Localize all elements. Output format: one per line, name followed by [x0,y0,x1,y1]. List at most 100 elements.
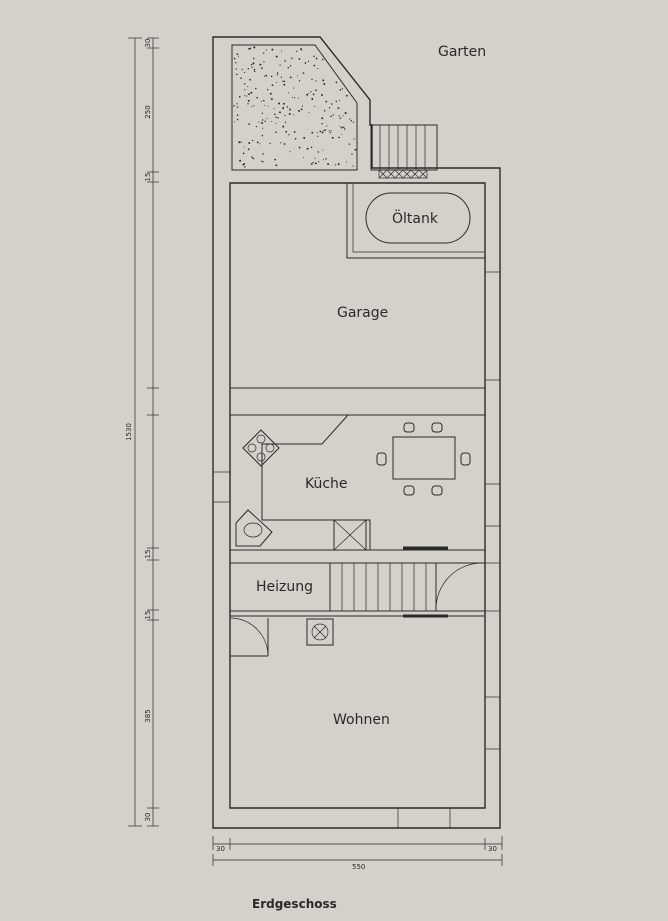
garden-dot [252,63,254,65]
garden-dot [253,46,256,49]
garden-dot [248,142,251,144]
garden-dot [317,151,320,153]
garden-dot [354,148,357,151]
garden-dot [281,50,283,52]
garden-dot [262,119,264,121]
garden-dot [329,131,332,134]
dim-wall-left: 30 [216,845,225,853]
living-door [229,617,269,657]
garden-dot [274,158,277,161]
garden-dot [289,108,292,111]
garden-dot [328,130,330,132]
garden-dot [339,117,342,119]
garden-dot [313,64,316,67]
garden-dot [252,139,254,142]
heater-icon [306,618,334,646]
kitchen-counter [230,414,371,550]
garden-dot [256,141,259,144]
garden-dot [341,133,343,135]
garden-dot [312,93,315,96]
dim-seg-wall-2: 15 [144,550,152,559]
garden-dot [283,83,286,86]
garden-dot [263,104,265,106]
garden-dot [261,122,263,124]
garden-dot [277,117,279,119]
garden-dot [353,138,355,140]
garden-dot [312,161,314,164]
garden-dot [255,125,258,128]
dim-wall-right: 30 [488,845,497,853]
garden-dot [244,83,246,85]
garden-dot [338,136,340,139]
garden-dot [283,80,285,83]
garden-dot [239,159,242,162]
garden-dot [240,141,242,143]
oeltank-label: Öltank [392,209,439,227]
garden-dot [236,118,239,121]
garden-dot [244,89,246,91]
living-window-bottom [397,807,451,829]
garden-dot [259,143,261,145]
garden-dot [267,89,269,91]
garden-dot [233,57,236,60]
garden-dot [275,116,277,118]
fridge-icon [333,519,367,551]
garden-dot [314,105,316,108]
outer-wall [212,36,501,829]
garden-dot [244,166,246,168]
garden-dot [294,138,297,140]
garden-dot [263,61,265,63]
garden-dot [304,62,307,64]
dim-seg-garden: 250 [144,105,152,118]
heizung-label: Heizung [256,579,313,595]
garden-dot [284,114,286,117]
garden-dot [321,94,323,96]
garden-dot [311,98,314,100]
garten-label: Garten [438,44,486,60]
wohnen-label: Wohnen [333,712,390,728]
garden-dot [351,153,353,155]
garden-dot [352,121,355,123]
garden-dot [236,114,239,117]
garden-dot [233,121,236,123]
garden-dot [235,62,237,64]
garden-dot [279,111,281,114]
garden-dot [300,48,302,50]
garden-dot [236,103,238,105]
garden-dot [262,161,264,163]
garden-dot [280,142,282,144]
garden-dot [348,143,351,145]
garden-dot [313,55,315,58]
garden-dot [271,48,274,51]
garden-dot [282,106,285,109]
garden-dot [321,123,323,125]
garden-dot [298,80,301,82]
garden-dot [289,76,292,79]
garden-dot [276,74,279,76]
garden-dot [248,93,251,96]
garden-dot [326,125,328,127]
garden-dot [258,121,260,123]
garden-dot [316,132,318,134]
dim-total-width: 550 [352,863,365,871]
garden-dot [321,117,324,120]
garden-dot [243,95,246,97]
garden-dot [276,72,279,74]
garden-dot [251,106,253,108]
garden-dot [253,105,255,107]
garden-dot [238,96,241,98]
garden-dot [298,58,301,60]
garden-dot [293,87,295,89]
garden-dot [266,118,268,119]
garden-dot [337,163,340,166]
garden-dot [243,146,245,148]
garden-dot [338,99,340,101]
garden-dot [265,74,268,77]
garden-dot [303,157,305,159]
outdoor-steps [370,124,438,171]
garden-dot [243,71,246,74]
garden-dot [314,162,317,165]
garden-dot [293,131,296,133]
garden-dot [321,131,324,134]
